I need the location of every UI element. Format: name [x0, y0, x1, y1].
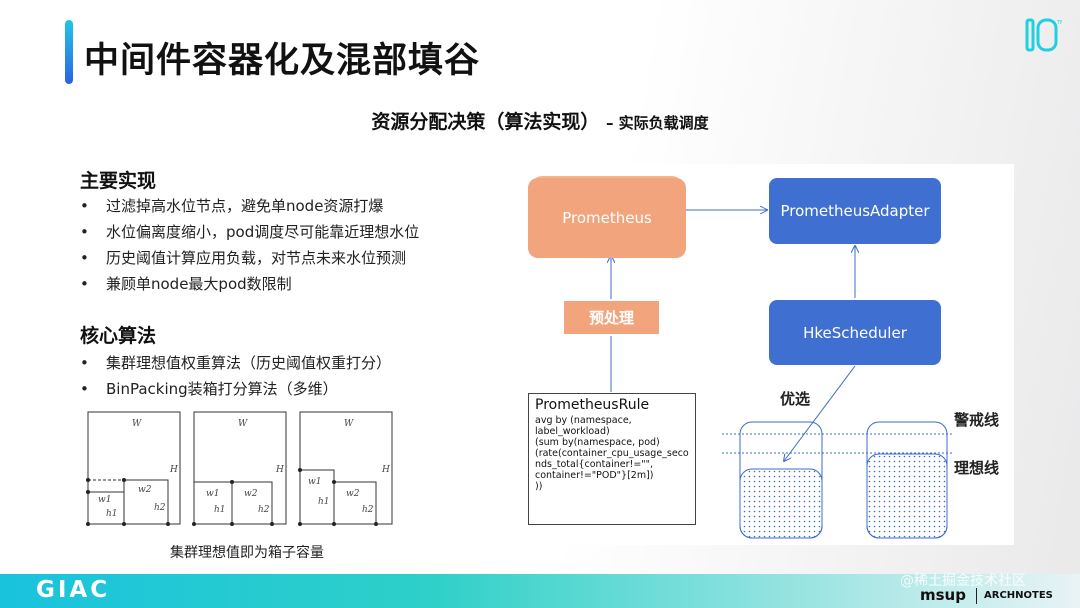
prometheus-rule-code: avg by (namespace, label_workload) (sum …	[535, 415, 689, 492]
bin-width-label: W	[238, 419, 248, 429]
hke-scheduler-node: HkeScheduler	[769, 300, 941, 365]
bin-height-label: H	[381, 465, 390, 475]
prometheus-adapter-node: PrometheusAdapter	[769, 178, 941, 244]
bullet-icon: •	[80, 197, 89, 215]
title-accent-bar	[65, 20, 73, 84]
prometheus-rule-title: PrometheusRule	[535, 397, 650, 413]
list-item: •集群理想值权重算法（历史阈值权重打分）	[80, 350, 391, 376]
bin-height-label: H	[169, 465, 178, 475]
list-item: •兼顾单node最大pod数限制	[80, 271, 419, 297]
bin-width-label: W	[344, 419, 354, 429]
subtitle-suffix: – 实际负载调度	[605, 114, 709, 132]
code-line: (sum by(namespace, pod)	[535, 437, 660, 448]
subtitle-main: 资源分配决策（算法实现）	[371, 111, 600, 133]
bullet-icon: •	[80, 249, 89, 267]
section-subtitle: 资源分配决策（算法实现） – 实际负载调度	[0, 107, 1080, 134]
core-algorithm-list: •集群理想值权重算法（历史阈值权重打分） •BinPacking装箱打分算法（多…	[80, 350, 391, 402]
preprocess-node: 预处理	[564, 301, 659, 334]
item-box	[333, 481, 377, 525]
item2-height-label: h2	[362, 505, 374, 515]
code-line: avg by (namespace,	[535, 415, 632, 426]
scheduler-diagram: Prometheus PrometheusAdapter HkeSchedule…	[512, 164, 1014, 545]
bullet-icon: •	[80, 354, 89, 372]
logo-10-icon: TM	[1025, 18, 1062, 52]
core-algorithm-heading: 核心算法	[80, 325, 157, 347]
item-box	[123, 479, 169, 525]
code-line: container!="POD"}[2m])	[535, 470, 654, 481]
binpacking-caption: 集群理想值即为箱子容量	[170, 545, 324, 561]
diagram-connectors	[512, 164, 952, 539]
msup-logo: msup	[920, 586, 966, 604]
bullet-icon: •	[80, 380, 89, 398]
bin-height-label: H	[275, 465, 284, 475]
slide-title: 中间件容器化及混部填谷	[84, 41, 481, 81]
list-item: •水位偏离度缩小，pod调度尽可能靠近理想水位	[80, 219, 419, 245]
prometheus-node: Prometheus	[528, 178, 686, 258]
optimal-label: 优选	[780, 390, 811, 408]
list-item: •过滤掉高水位节点，避免单node资源打爆	[80, 193, 419, 219]
binpacking-figure: W H w1 h1 w2 h2 W H w1 h1 w2 h2 W H w1 h…	[82, 404, 422, 536]
archnotes-logo: ARCHNOTES	[984, 590, 1053, 601]
ideal-line-label: 理想线	[954, 459, 1000, 477]
main-implementation-list: •过滤掉高水位节点，避免单node资源打爆 •水位偏离度缩小，pod调度尽可能靠…	[80, 193, 419, 297]
code-line: label_workload)	[535, 426, 610, 437]
list-item: •历史阈值计算应用负载，对节点未来水位预测	[80, 245, 419, 271]
item-box	[231, 481, 273, 525]
item1-height-label: h1	[318, 497, 330, 507]
item1-width-label: w1	[206, 489, 219, 499]
code-line: nds_total{container!="",	[535, 459, 654, 470]
node-usage-fill	[866, 453, 948, 539]
node-usage-fill	[739, 468, 823, 539]
prometheus-rule-box: PrometheusRule avg by (namespace, label_…	[528, 393, 696, 525]
bin-width-label: W	[132, 419, 142, 429]
giac-logo: GIAC	[36, 577, 111, 603]
item1-height-label: h1	[214, 505, 226, 515]
watermark: @稀土掘金技术社区	[900, 573, 1026, 589]
item1-width-label: w1	[98, 495, 111, 505]
item2-height-label: h2	[258, 505, 270, 515]
code-line: ))	[535, 481, 543, 492]
item1-width-label: w1	[308, 477, 321, 487]
main-implementation-heading: 主要实现	[80, 170, 157, 192]
bullet-icon: •	[80, 223, 89, 241]
item2-height-label: h2	[154, 503, 166, 513]
item2-width-label: w2	[346, 489, 360, 499]
item2-width-label: w2	[138, 485, 152, 495]
bullet-icon: •	[80, 275, 89, 293]
item2-width-label: w2	[244, 489, 258, 499]
footer-divider	[976, 588, 977, 604]
footer-bar	[0, 574, 1080, 608]
svg-text:TM: TM	[1056, 20, 1062, 26]
arrow-hke-to-node	[784, 365, 856, 461]
warning-line-label: 警戒线	[954, 411, 1000, 429]
list-item: •BinPacking装箱打分算法（多维）	[80, 376, 391, 402]
code-line: (rate(container_cpu_usage_seco	[535, 448, 689, 459]
item1-height-label: h1	[106, 509, 118, 519]
